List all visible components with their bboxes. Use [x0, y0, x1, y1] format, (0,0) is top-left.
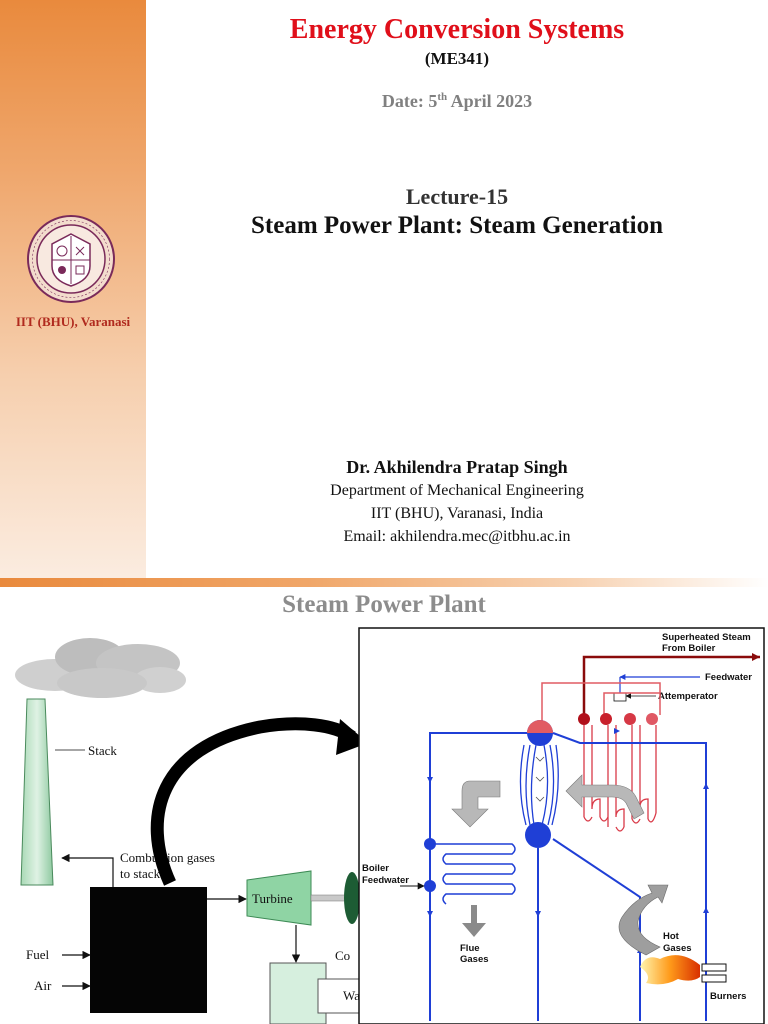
burner-flame-icon — [640, 955, 700, 985]
superheated-steam-label-1: Superheated Steam — [662, 632, 751, 643]
author-email: Email: akhilendra.mec@itbhu.ac.in — [343, 528, 571, 545]
author-block: Dr. Akhilendra Pratap Singh Department o… — [146, 455, 768, 548]
stack-label: Stack — [88, 743, 117, 758]
author-name: Dr. Akhilendra Pratap Singh — [346, 457, 568, 477]
steam-power-plant-slide: Stack Combustion gases to stack Fuel Air… — [0, 587, 768, 1024]
air-label: Air — [34, 978, 52, 993]
title-slide: IIT (BHU), Varanasi Energy Conversion Sy… — [0, 0, 768, 578]
lecture-number: Lecture-15 — [405, 184, 509, 209]
turbine-block — [246, 870, 312, 926]
flue-gases-label-2: Gases — [460, 954, 489, 965]
lecture-date: Date: 5th April 2023 — [146, 91, 768, 112]
flue-gases-label-1: Flue — [460, 943, 480, 954]
gas-flow-arrow-icon — [451, 780, 501, 828]
lecture-title: Steam Power Plant: Steam Generation — [251, 212, 663, 239]
boiler-furnace-block — [90, 887, 207, 1013]
institute-label: IIT (BHU), Varanasi — [15, 314, 131, 329]
boiler-detail-inset: Superheated Steam From Boiler Feedwater … — [358, 627, 765, 1024]
institute-logo-icon — [27, 215, 115, 303]
generator-icon — [344, 872, 360, 924]
condenser-partial-label: Co — [335, 948, 350, 963]
condenser-block — [269, 962, 327, 1024]
water-partial-label: Wa — [343, 988, 360, 1003]
slide-divider — [0, 578, 768, 587]
course-code: (ME341) — [424, 49, 490, 68]
superheated-steam-label-2: From Boiler — [662, 643, 716, 654]
steam-power-plant-diagram: Stack Combustion gases to stack Fuel Air… — [15, 627, 765, 1024]
feedwater-label: Feedwater — [705, 672, 752, 683]
attemperator-label: Attemperator — [658, 691, 718, 702]
author-department: Department of Mechanical Engineering — [330, 482, 584, 499]
hot-gas-arrow-icon — [618, 884, 669, 956]
date-superscript: th — [437, 91, 448, 103]
smoke-cloud-icon — [15, 638, 186, 698]
date-rest: April 2023 — [447, 91, 533, 111]
author-institute: IIT (BHU), Varanasi, India — [370, 505, 544, 522]
hot-gases-label-2: Gases — [663, 943, 692, 954]
date-prefix: Date: 5 — [381, 91, 438, 111]
combustion-gases-label-2: to stack — [120, 866, 161, 881]
slide2-title: Steam Power Plant — [282, 591, 486, 618]
course-title: Energy Conversion Systems — [289, 14, 625, 45]
burners-label: Burners — [710, 991, 746, 1002]
boiler-feedwater-label-2: Feedwater — [362, 875, 409, 886]
stack-chimney — [20, 698, 54, 886]
boiler-feedwater-label-1: Boiler — [362, 863, 389, 874]
flue-gas-arrow-icon — [462, 905, 486, 937]
turbine-label: Turbine — [252, 891, 293, 906]
hot-gases-label-1: Hot — [663, 931, 680, 942]
fuel-label: Fuel — [26, 947, 50, 962]
